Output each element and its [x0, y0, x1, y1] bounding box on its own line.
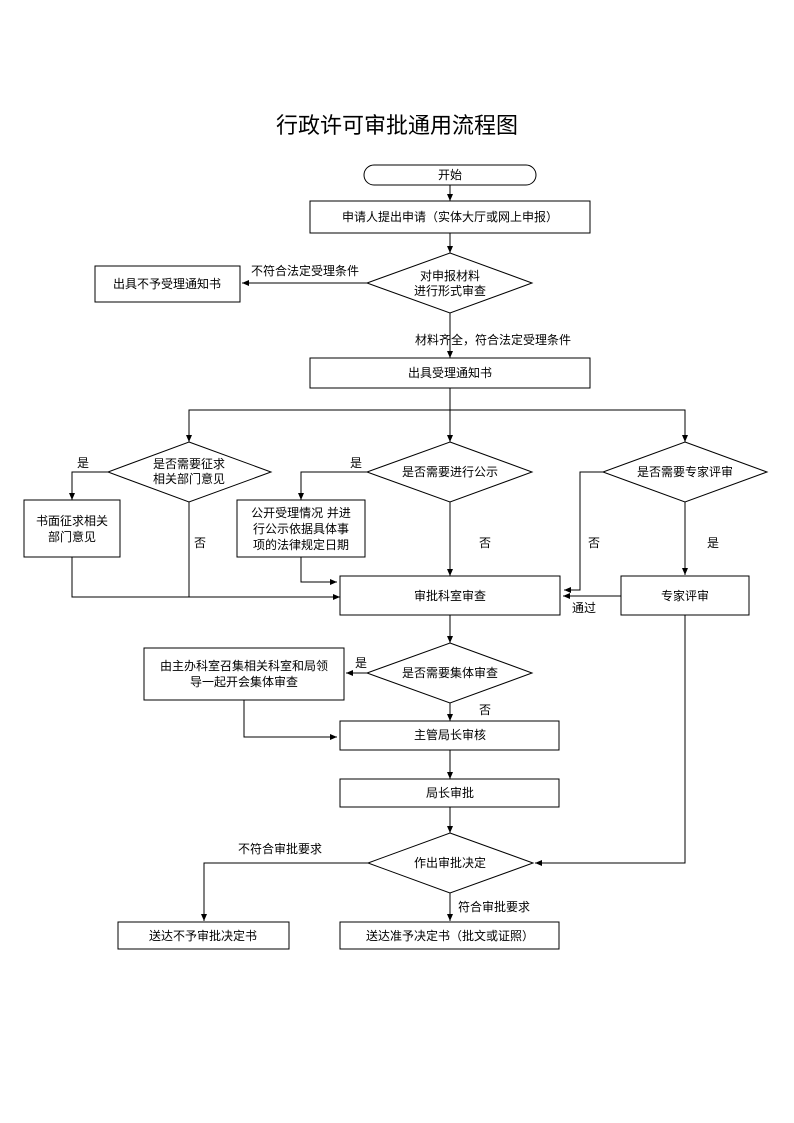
edge-label-not-meet-approval: 不符合审批要求 [238, 841, 322, 856]
need-expert-label: 是否需要专家评审 [637, 464, 733, 479]
section-review-box: 审批科室审查 [339, 575, 561, 616]
edge-label-no-consult: 否 [194, 536, 206, 550]
edge-label-yes-publicity: 是 [350, 456, 362, 470]
deliver-reject-box: 送达不予审批决定书 [117, 921, 290, 950]
written-consult-label-2: 部门意见 [48, 529, 96, 544]
edge-label-yes-expert: 是 [707, 536, 719, 550]
deliver-reject-label: 送达不予审批决定书 [149, 928, 257, 943]
need-consult-label-1: 是否需要征求 [153, 457, 225, 471]
need-expert-decision: 是否需要专家评审 [601, 441, 769, 503]
connectors [69, 185, 688, 921]
accept-notice-label: 出具受理通知书 [408, 366, 492, 380]
deliver-approve-label: 送达准予决定书（批文或证照） [366, 928, 534, 943]
apply-box: 申请人提出申请（实体大厅或网上申报） [309, 200, 591, 234]
edge-label-yes-collective: 是 [355, 656, 367, 670]
formal-review-label-2: 进行形式审查 [414, 283, 486, 298]
start-terminal: 开始 [363, 164, 537, 186]
deputy-review-label: 主管局长审核 [414, 727, 486, 742]
edge-label-no-expert: 否 [588, 536, 600, 550]
edge-label-complete: 材料齐全，符合法定受理条件 [415, 332, 571, 347]
need-collective-decision: 是否需要集体审查 [365, 642, 534, 704]
need-consult-decision: 是否需要征求 相关部门意见 [106, 441, 273, 503]
publicity-label-3: 项的法律规定日期 [253, 537, 349, 552]
edge-label-no-collective: 否 [479, 703, 491, 717]
edge-label-yes-consult: 是 [77, 456, 89, 470]
written-consult-label-1: 书面征求相关 [36, 514, 108, 528]
edge-label-not-meet: 不符合法定受理条件 [251, 263, 359, 278]
publicity-box: 公开受理情况 并进 行公示依据具体事 项的法律规定日期 [236, 499, 366, 558]
deliver-approve-box: 送达准予决定书（批文或证照） [339, 921, 560, 950]
page-title: 行政许可审批通用流程图 [275, 114, 518, 139]
formal-review-label-1: 对申报材料 [420, 268, 480, 283]
formal-review-decision: 对申报材料 进行形式审查 [365, 252, 534, 314]
collective-meeting-label-1: 由主办科室召集相关科室和局领 [160, 658, 328, 673]
start-label: 开始 [438, 168, 462, 182]
decision-diamond: 作出审批决定 [366, 832, 535, 894]
collective-meeting-box: 由主办科室召集相关科室和局领 导一起开会集体审查 [143, 647, 345, 701]
need-collective-label: 是否需要集体审查 [402, 665, 498, 680]
need-publicity-decision: 是否需要进行公示 [365, 441, 534, 503]
decision-label: 作出审批决定 [414, 855, 486, 870]
director-approve-label: 局长审批 [426, 785, 474, 800]
edge-label-meet-approval: 符合审批要求 [458, 899, 530, 914]
reject-notice-box: 出具不予受理通知书 [94, 265, 241, 303]
publicity-label-2: 行公示依据具体事 [253, 521, 349, 536]
apply-label: 申请人提出申请（实体大厅或网上申报） [342, 209, 558, 224]
publicity-label-1: 公开受理情况 并进 [251, 506, 351, 520]
expert-review-box: 专家评审 [620, 575, 750, 616]
expert-review-label: 专家评审 [661, 588, 709, 603]
accept-notice-box: 出具受理通知书 [309, 357, 591, 389]
director-approve-box: 局长审批 [339, 778, 560, 808]
need-publicity-label: 是否需要进行公示 [402, 465, 498, 479]
deputy-review-box: 主管局长审核 [339, 720, 560, 751]
edge-labels: 不符合法定受理条件 材料齐全，符合法定受理条件 是 是 否 否 否 是 通过 是… [77, 263, 719, 914]
written-consult-box: 书面征求相关 部门意见 [23, 499, 121, 558]
collective-meeting-label-2: 导一起开会集体审查 [190, 674, 298, 689]
section-review-label: 审批科室审查 [414, 588, 486, 603]
reject-notice-label: 出具不予受理通知书 [113, 277, 221, 291]
edge-label-passed: 通过 [572, 601, 596, 615]
need-consult-label-2: 相关部门意见 [153, 471, 225, 486]
edge-label-no-publicity: 否 [479, 536, 491, 550]
